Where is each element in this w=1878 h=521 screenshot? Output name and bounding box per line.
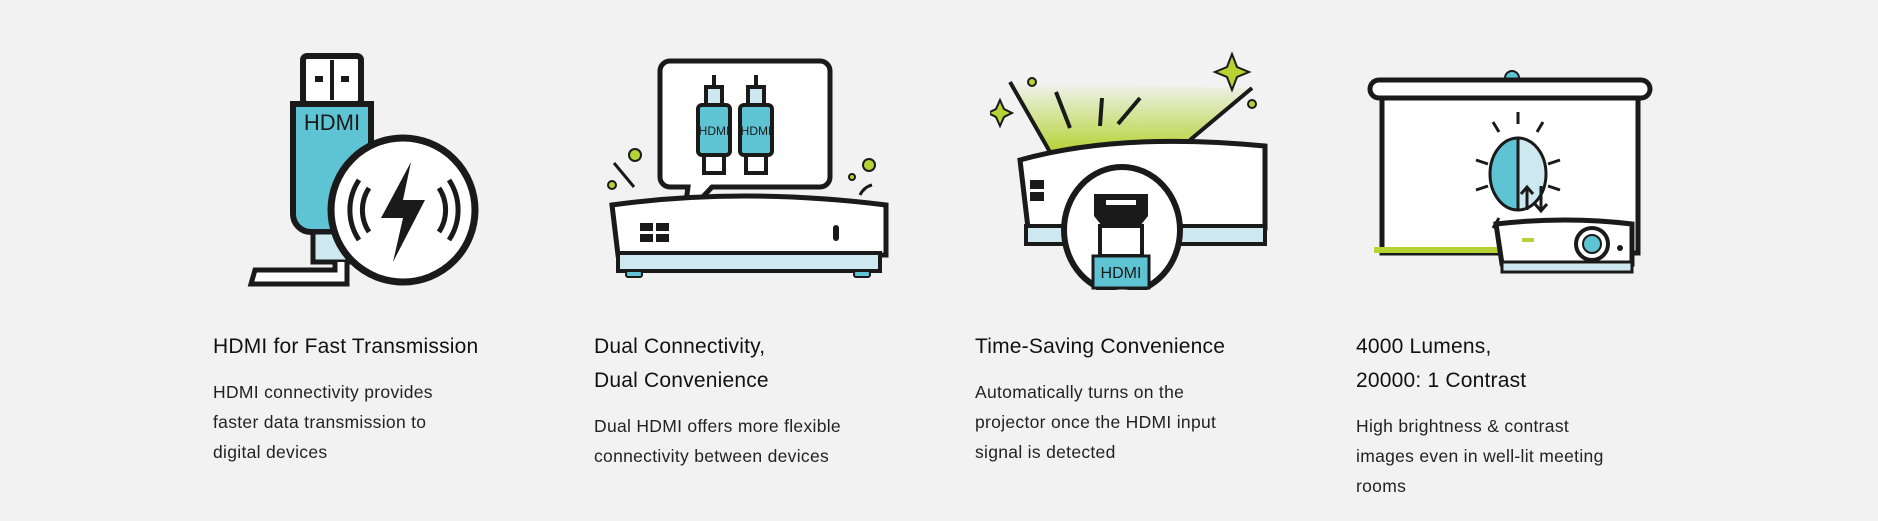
title-line: Dual Connectivity, [594,335,766,358]
body-line: digital devices [213,442,328,462]
body-line: rooms [1356,476,1407,496]
feature-description: Dual HDMI offers more flexible connectiv… [594,411,954,471]
hdmi-label: HDMI [304,110,360,135]
title-line: 4000 Lumens, [1356,335,1492,358]
feature-title: Time-Saving Convenience [975,330,1335,364]
body-line: images even in well-lit meeting [1356,446,1604,466]
feature-text: HDMI for Fast Transmission HDMI connecti… [213,330,573,467]
feature-title: Dual Connectivity, Dual Convenience [594,330,954,398]
body-line: connectivity between devices [594,446,830,466]
feature-description: Automatically turns on the projector onc… [975,377,1335,467]
body-line: projector once the HDMI input [975,412,1217,432]
body-line: Dual HDMI offers more flexible [594,416,841,436]
title-line: HDMI for Fast Transmission [213,335,479,358]
title-line: Time-Saving Convenience [975,335,1226,358]
feature-dual-connectivity: HDMI HDMI Dual Connectivity, Dual Conven… [594,0,954,521]
body-line: Automatically turns on the [975,382,1185,402]
feature-title: HDMI for Fast Transmission [213,330,573,364]
title-line: Dual Convenience [594,369,769,392]
feature-time-saving: HDMI Time-Saving Convenience Automatical… [975,0,1335,521]
feature-text: 4000 Lumens, 20000: 1 Contrast High brig… [1356,330,1716,501]
hdmi-fast-transmission-icon: HDMI [247,53,479,287]
hdmi-label: HDMI [699,124,730,138]
brightness-contrast-icon [1367,70,1653,274]
body-line: faster data transmission to [213,412,427,432]
hdmi-label: HDMI [741,124,772,138]
feature-hdmi-fast-transmission: HDMI HDMI for Fast Transmission HDMI con… [213,0,573,521]
title-line: 20000: 1 Contrast [1356,369,1527,392]
feature-brightness-contrast: 4000 Lumens, 20000: 1 Contrast High brig… [1356,0,1716,521]
auto-power-on-icon: HDMI [990,51,1268,290]
feature-description: HDMI connectivity provides faster data t… [213,377,573,467]
feature-description: High brightness & contrast images even i… [1356,411,1716,501]
body-line: High brightness & contrast [1356,416,1570,436]
feature-text: Time-Saving Convenience Automatically tu… [975,330,1335,467]
body-line: signal is detected [975,442,1116,462]
body-line: HDMI connectivity provides [213,382,433,402]
dual-hdmi-icon: HDMI HDMI [607,58,889,278]
feature-text: Dual Connectivity, Dual Convenience Dual… [594,330,954,471]
hdmi-label: HDMI [1101,265,1142,282]
feature-title: 4000 Lumens, 20000: 1 Contrast [1356,330,1716,398]
